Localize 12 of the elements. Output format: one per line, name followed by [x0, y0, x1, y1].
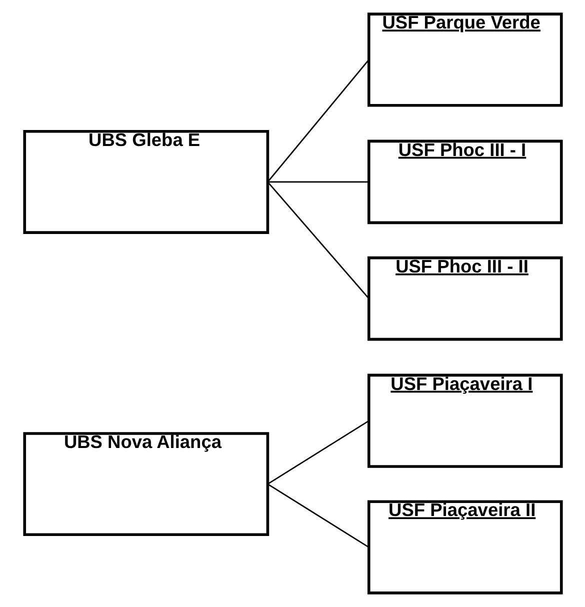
- node-box: USF Piaçaveira I: [366, 374, 562, 468]
- node-box: UBS Nova Aliança: [22, 432, 269, 536]
- connector: [266, 182, 369, 300]
- node-box: USF Phoc III - I: [366, 140, 562, 224]
- node-box: UBS Gleba E: [22, 130, 269, 234]
- node-box: USF Phoc III - II: [366, 256, 562, 341]
- node-box: USF Piaçaveira II: [366, 500, 562, 594]
- connector: [266, 59, 369, 182]
- connector: [266, 483, 369, 548]
- connector: [266, 420, 369, 485]
- node-box: USF Parque Verde: [366, 12, 562, 107]
- connector: [267, 181, 368, 183]
